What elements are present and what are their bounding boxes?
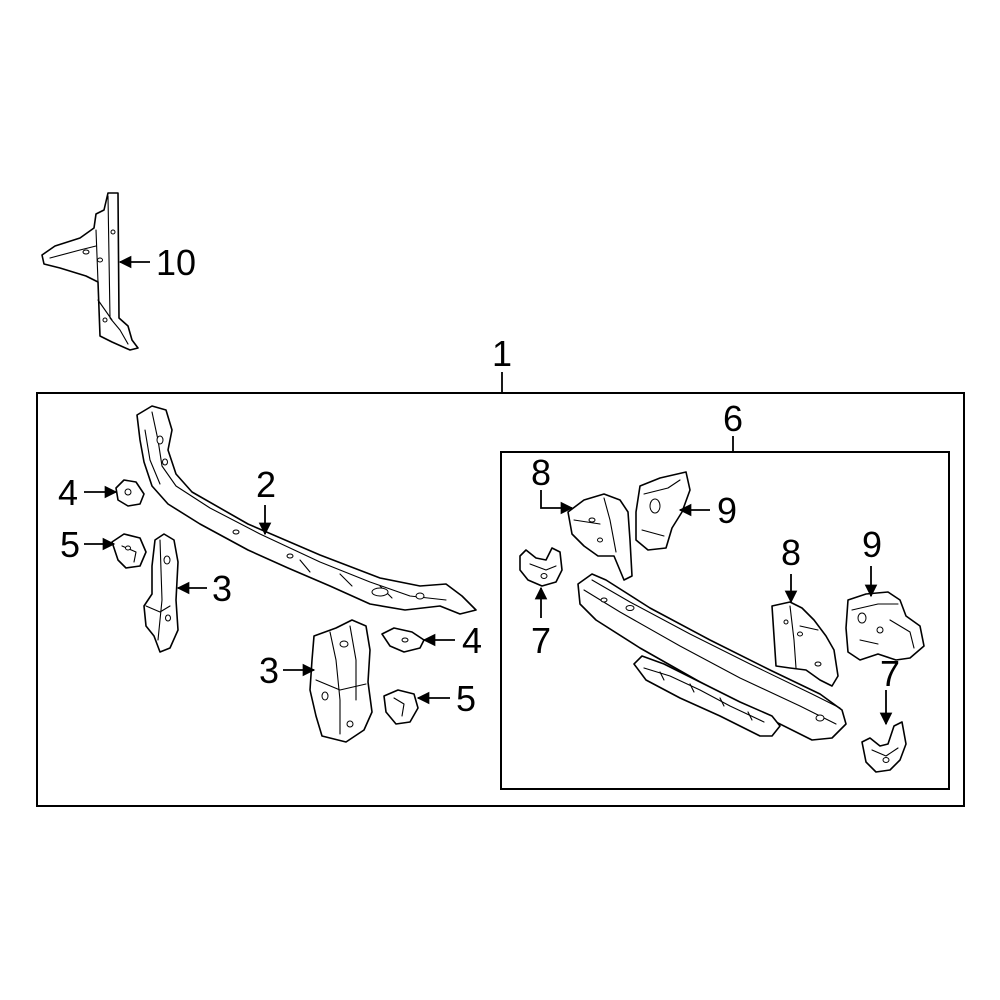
lower-tie-bar-drawing — [577, 573, 847, 741]
part-7-right-drawing — [861, 721, 907, 773]
callout-7-right: 7 — [880, 653, 900, 694]
part-5-right-drawing — [383, 689, 419, 725]
callout-6: 6 — [723, 398, 743, 439]
part-8-upper-drawing — [567, 493, 633, 581]
callout-3-center: 3 — [259, 650, 279, 691]
part-9-lower-drawing — [845, 591, 925, 661]
part-8-lower-drawing — [771, 601, 839, 687]
part-2-drawing — [136, 405, 477, 615]
callout-9-lower: 9 — [862, 524, 882, 565]
assembly-1-frame — [36, 392, 965, 807]
callout-2: 2 — [256, 464, 276, 505]
lower-strip-drawing — [633, 655, 781, 737]
part-7-left-drawing — [519, 547, 563, 587]
callout-8-upper: 8 — [531, 452, 551, 493]
part-3-left-drawing — [143, 533, 179, 653]
assembly-6-frame — [500, 451, 950, 790]
part-9-upper-drawing — [635, 471, 691, 551]
arrow-8-upper — [540, 490, 574, 515]
callout-9-upper: 9 — [717, 490, 737, 531]
callout-10: 10 — [156, 242, 196, 283]
callout-4-left: 4 — [58, 472, 78, 513]
part-10-drawing — [41, 192, 139, 351]
callout-5-left: 5 — [60, 524, 80, 565]
callout-7-left: 7 — [531, 620, 551, 661]
callout-1: 1 — [492, 333, 512, 374]
callout-8-lower: 8 — [781, 532, 801, 573]
callout-4-right: 4 — [462, 620, 482, 661]
callout-3-left: 3 — [212, 568, 232, 609]
part-4-left-drawing — [115, 479, 145, 507]
part-3-center-drawing — [309, 619, 373, 743]
part-4-right-drawing — [381, 627, 425, 653]
part-5-left-drawing — [111, 533, 147, 569]
callout-5-right: 5 — [456, 678, 476, 719]
